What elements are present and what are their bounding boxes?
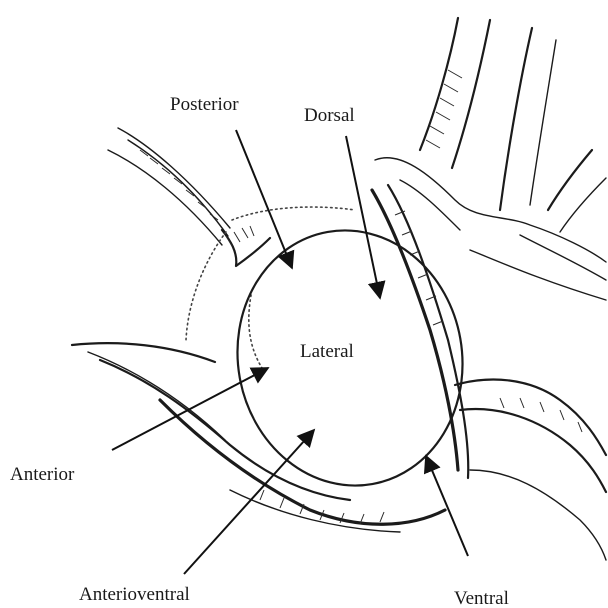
- lateral-rib: [372, 185, 468, 478]
- ventral-arrow: [426, 456, 468, 556]
- posterior-arrow: [236, 130, 292, 268]
- label-arrows: [112, 130, 468, 574]
- lower-right-process: [455, 380, 606, 560]
- label-anterior: Anterior: [10, 464, 75, 485]
- label-anterioventral: Anterioventral: [79, 584, 190, 605]
- dorsal-bones: [375, 18, 606, 300]
- label-ventral: Ventral: [454, 588, 509, 608]
- label-dorsal: Dorsal: [304, 105, 355, 126]
- label-lateral: Lateral: [300, 341, 354, 362]
- lower-left-process: [72, 343, 445, 532]
- upper-left-process: [108, 128, 270, 266]
- anterior-arrow: [112, 368, 268, 450]
- label-posterior: Posterior: [170, 94, 239, 115]
